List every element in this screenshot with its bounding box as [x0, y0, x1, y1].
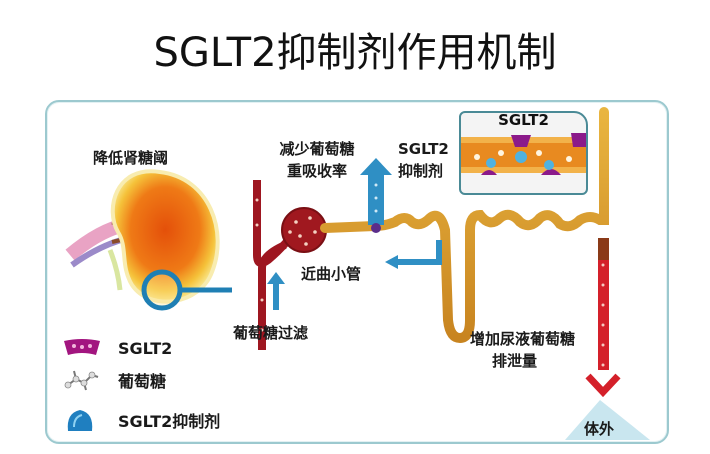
legend-label: 葡萄糖: [118, 372, 167, 391]
label-reduce-reabsorption-2: 重吸收率: [286, 162, 347, 180]
label-inhibitor-1: SGLT2: [398, 140, 449, 158]
sglt2-inhibitor-icon: [67, 410, 93, 431]
label-increase-excretion-1: 增加尿液葡萄糖: [470, 330, 576, 348]
sglt2-transporter-icon: [64, 339, 100, 355]
label-reduce-reabsorption-1: 减少葡萄糖: [279, 140, 355, 158]
legend-label: SGLT2: [118, 338, 173, 358]
label-outside-body: 体外: [584, 420, 615, 438]
kidney-icon: [110, 169, 220, 304]
page-title: SGLT2抑制剂作用机制: [153, 30, 557, 76]
label-proximal-tubule: 近曲小管: [301, 265, 362, 283]
urine-duct: [585, 238, 621, 398]
sglt2-membrane-inset: SGLT2: [459, 111, 588, 195]
filtration-up-arrow: [267, 272, 285, 310]
legend-item-glucose: 葡萄糖: [60, 365, 166, 395]
glucose-molecule-icon: [64, 370, 99, 391]
magnifier-icon: [141, 269, 232, 311]
legend-item-inhibitor: SGLT2抑制剂: [60, 405, 220, 435]
inset-title: SGLT2: [498, 111, 549, 129]
label-lower-threshold: 降低肾糖阈: [93, 149, 169, 167]
membrane-illustration: [461, 133, 586, 175]
label-inhibitor-2: 抑制剂: [398, 162, 444, 180]
reabsorption-up-arrow: [360, 158, 392, 233]
legend-item-sglt2: SGLT2: [60, 333, 172, 363]
label-glucose-filtration: 葡萄糖过滤: [233, 324, 309, 342]
proximal-tubule-arrow: [385, 240, 442, 269]
outside-body-icon: [565, 400, 650, 440]
renal-tubule: [320, 107, 609, 344]
label-increase-excretion-2: 排泄量: [492, 352, 538, 370]
legend-label: SGLT2抑制剂: [118, 412, 221, 431]
